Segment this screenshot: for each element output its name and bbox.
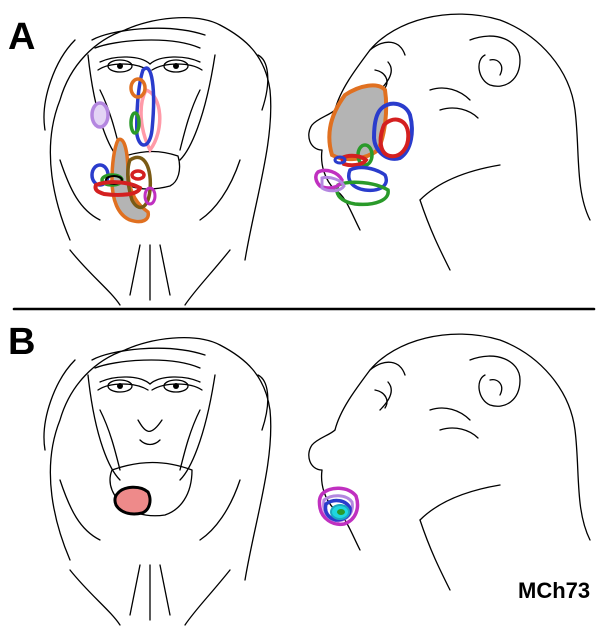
case-id-label: MCh73: [518, 580, 590, 602]
panel-label-b: B: [8, 323, 35, 361]
panel-b-front-outlines: [115, 487, 150, 514]
panel-a-front-face: [44, 18, 271, 305]
panel-label-a: A: [8, 18, 35, 56]
panel-b-front-face: [44, 338, 271, 625]
panel-a-front-outlines: [92, 68, 160, 222]
outline-purple: [92, 103, 108, 127]
outline-red-dot: [132, 171, 144, 179]
outline-red-profile: [381, 120, 409, 157]
outline-salmon-front: [115, 487, 150, 514]
panel-b-profile: [309, 334, 590, 590]
outline-green-profile-b: [337, 509, 345, 515]
panel-a-profile-outlines: [316, 85, 412, 204]
